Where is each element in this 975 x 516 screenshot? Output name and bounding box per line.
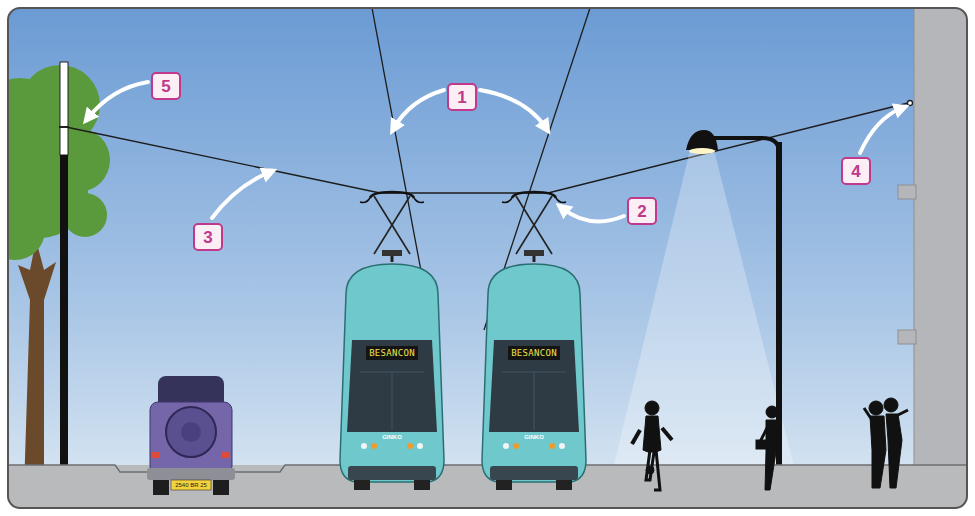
tram-logo: GINKO (382, 434, 402, 440)
leader-arrow (88, 82, 902, 221)
frame (8, 8, 967, 508)
licence-plate: 2540 BR 25 (175, 482, 207, 488)
tram-logo: GINKO (524, 434, 544, 440)
car (147, 376, 235, 495)
sky (8, 8, 967, 508)
destination-display: BESANCON (369, 349, 415, 358)
tram (340, 192, 586, 490)
people-silhouettes (632, 398, 908, 490)
callout-box: 3 (193, 223, 223, 251)
pole (59, 62, 69, 490)
street-lamp (608, 130, 800, 490)
tree (8, 65, 110, 490)
callout-box: 4 (841, 157, 871, 185)
callout-box: 5 (151, 72, 181, 100)
callout-number: 3 (203, 229, 212, 246)
callout-box: 1 (447, 83, 477, 111)
callout-number: 2 (637, 203, 646, 220)
callout-number: 1 (457, 89, 466, 106)
overhead-wires (66, 8, 913, 330)
building (898, 8, 967, 508)
callout-number: 5 (161, 78, 170, 95)
destination-display: BESANCON (511, 349, 557, 358)
callout-number: 4 (851, 163, 860, 180)
callout-box: 2 (627, 197, 657, 225)
